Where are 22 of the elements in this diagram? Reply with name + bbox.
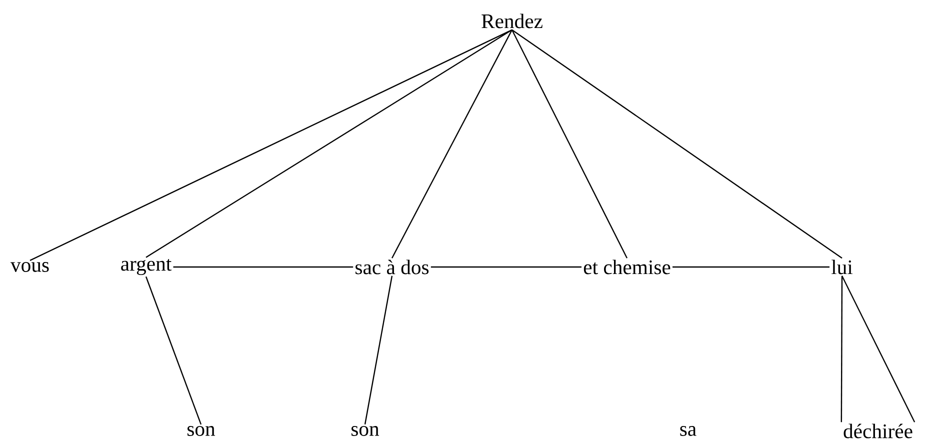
word: déchirée <box>844 424 912 438</box>
word: argent <box>121 258 172 276</box>
word: son <box>188 426 216 436</box>
tree-line <box>841 276 916 422</box>
word: vous <box>10 262 49 272</box>
tree-line <box>391 30 513 258</box>
tree-line <box>30 29 512 261</box>
tree-line <box>430 266 582 268</box>
tree-line <box>840 276 843 422</box>
tree-line <box>173 266 354 268</box>
tree-line <box>511 30 628 258</box>
tree-line <box>512 29 842 259</box>
tree-line <box>146 29 512 258</box>
word: sac à dos <box>356 260 429 274</box>
tree-line <box>145 276 202 425</box>
word: et chemise <box>584 260 670 274</box>
word: son <box>352 426 380 436</box>
word: sa <box>680 426 696 436</box>
tree-line <box>672 266 830 268</box>
word: Rendez <box>482 14 542 28</box>
word: lui <box>832 260 853 274</box>
tree-line <box>364 276 393 425</box>
